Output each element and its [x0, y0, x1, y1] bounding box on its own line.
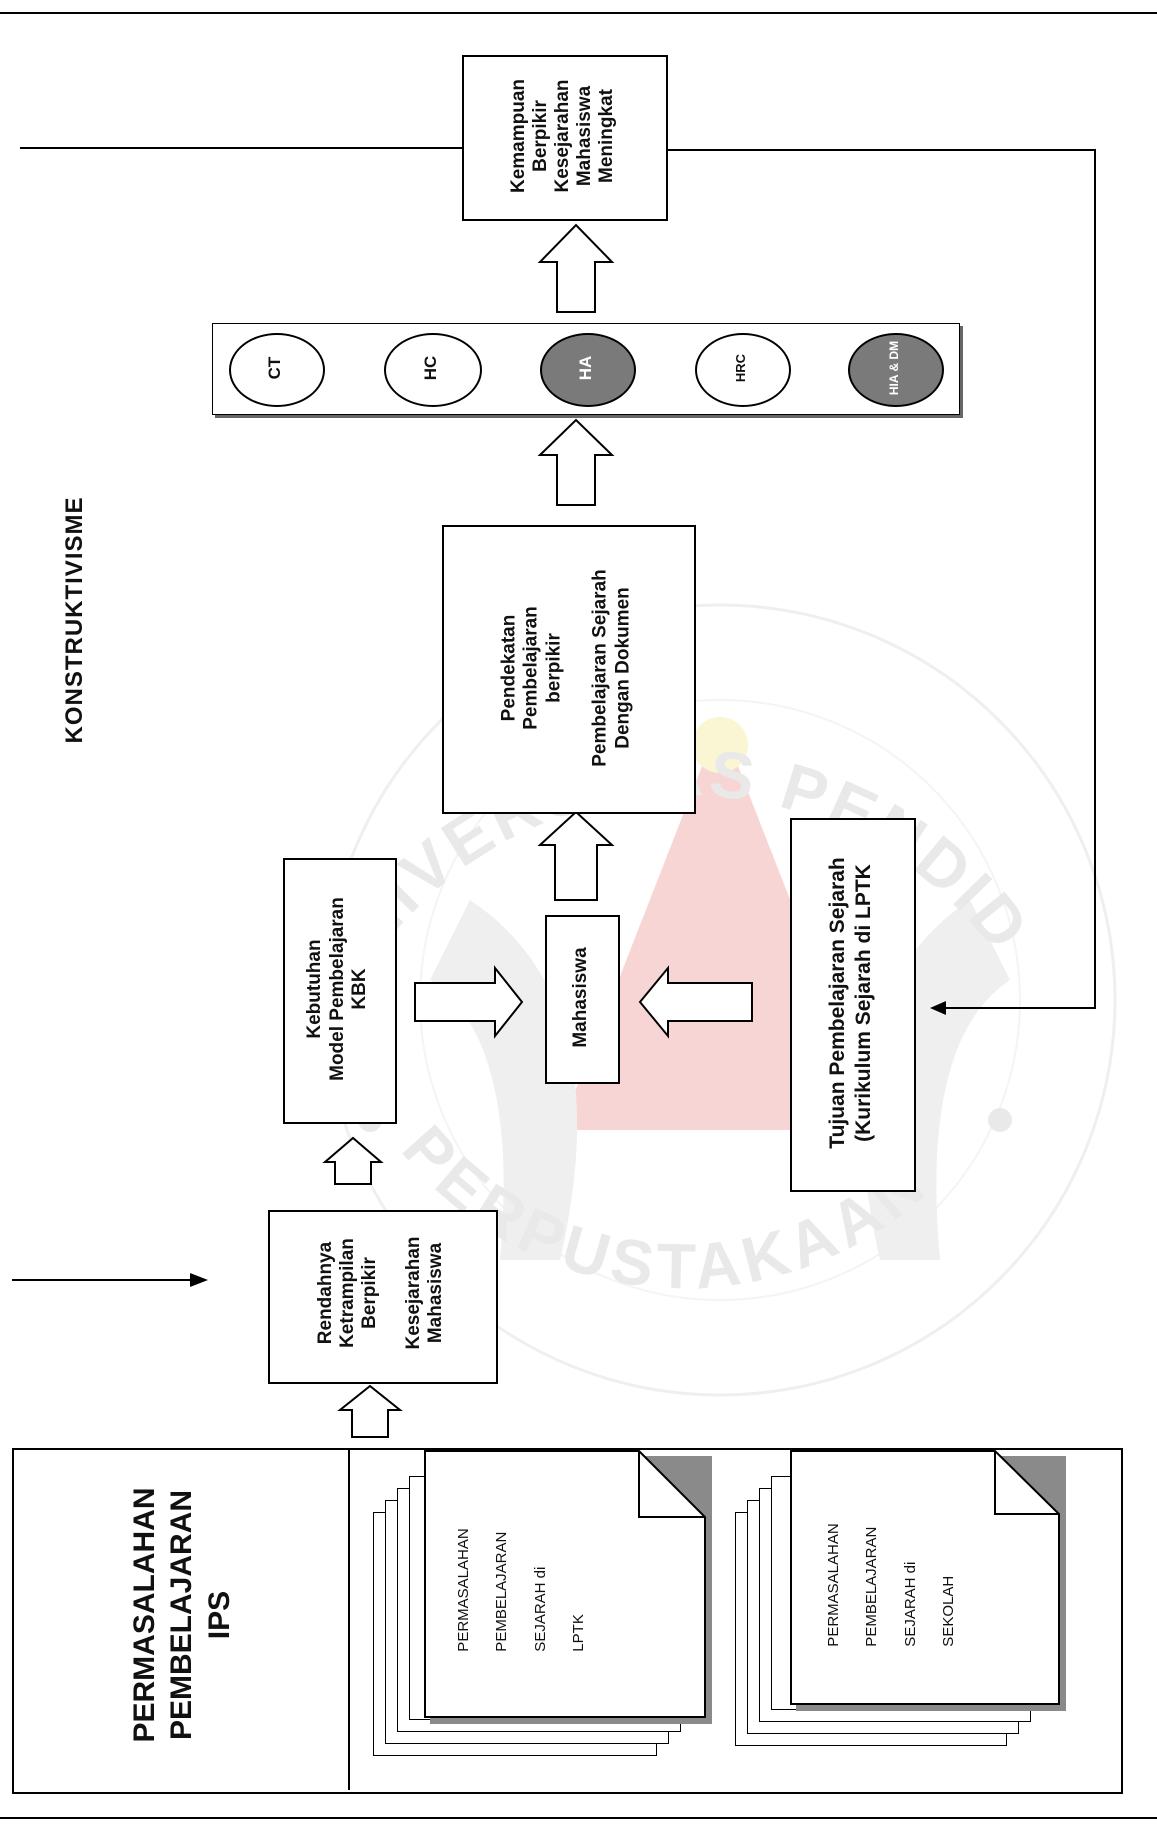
- skill-label-hc: HC: [411, 338, 451, 398]
- box-rendahnya-text: Rendahnya Ketrampilan Berpikir Kesejarah…: [268, 1208, 494, 1378]
- skill-label-ct: CT: [255, 338, 295, 398]
- arrow-up-3: [540, 812, 612, 900]
- box-kebutuhan-text: Kebutuhan Model Pembelajaran KBK: [283, 858, 393, 1120]
- arrow-left-1: [640, 968, 752, 1036]
- box-kemampuan-text: Kemampuan Berpikir Kesejarahan Mahasiswa…: [462, 55, 664, 217]
- skill-label-ha: HA: [566, 338, 606, 398]
- skill-label-hrc: HRC: [721, 338, 761, 398]
- arrow-right-1: [415, 968, 522, 1036]
- arrow-up-2: [325, 1138, 381, 1184]
- arrow-up-5: [540, 225, 612, 312]
- skill-label-hia-dm: HIA & DM: [866, 338, 922, 398]
- box-pendekatan-text: Pendekatan Pembelajaran berpikir Pembela…: [442, 526, 692, 811]
- box-mahasiswa-text: Mahasiswa: [545, 915, 616, 1080]
- arrow-up-1: [340, 1386, 400, 1437]
- box-tujuan-text: Tujuan Pembelajaran Sejarah (Kurikulum S…: [790, 818, 912, 1188]
- arrow-up-4: [540, 420, 612, 505]
